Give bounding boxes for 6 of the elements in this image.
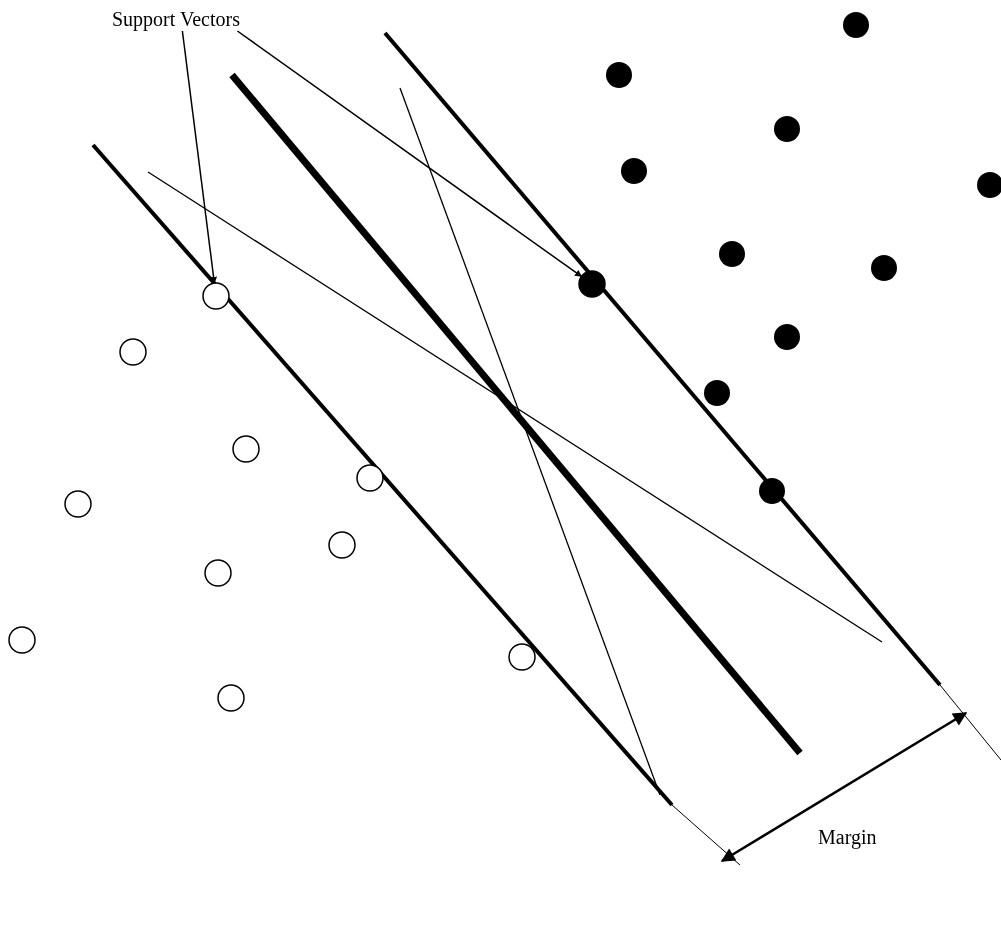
- support-vector-point: [202, 282, 230, 310]
- leader-arrow: [181, 30, 218, 284]
- margin-label: Margin: [818, 826, 877, 849]
- support-vector-point: [578, 270, 606, 298]
- callout-label: Support Vectors: [112, 8, 240, 31]
- leader-arrow: [236, 30, 583, 278]
